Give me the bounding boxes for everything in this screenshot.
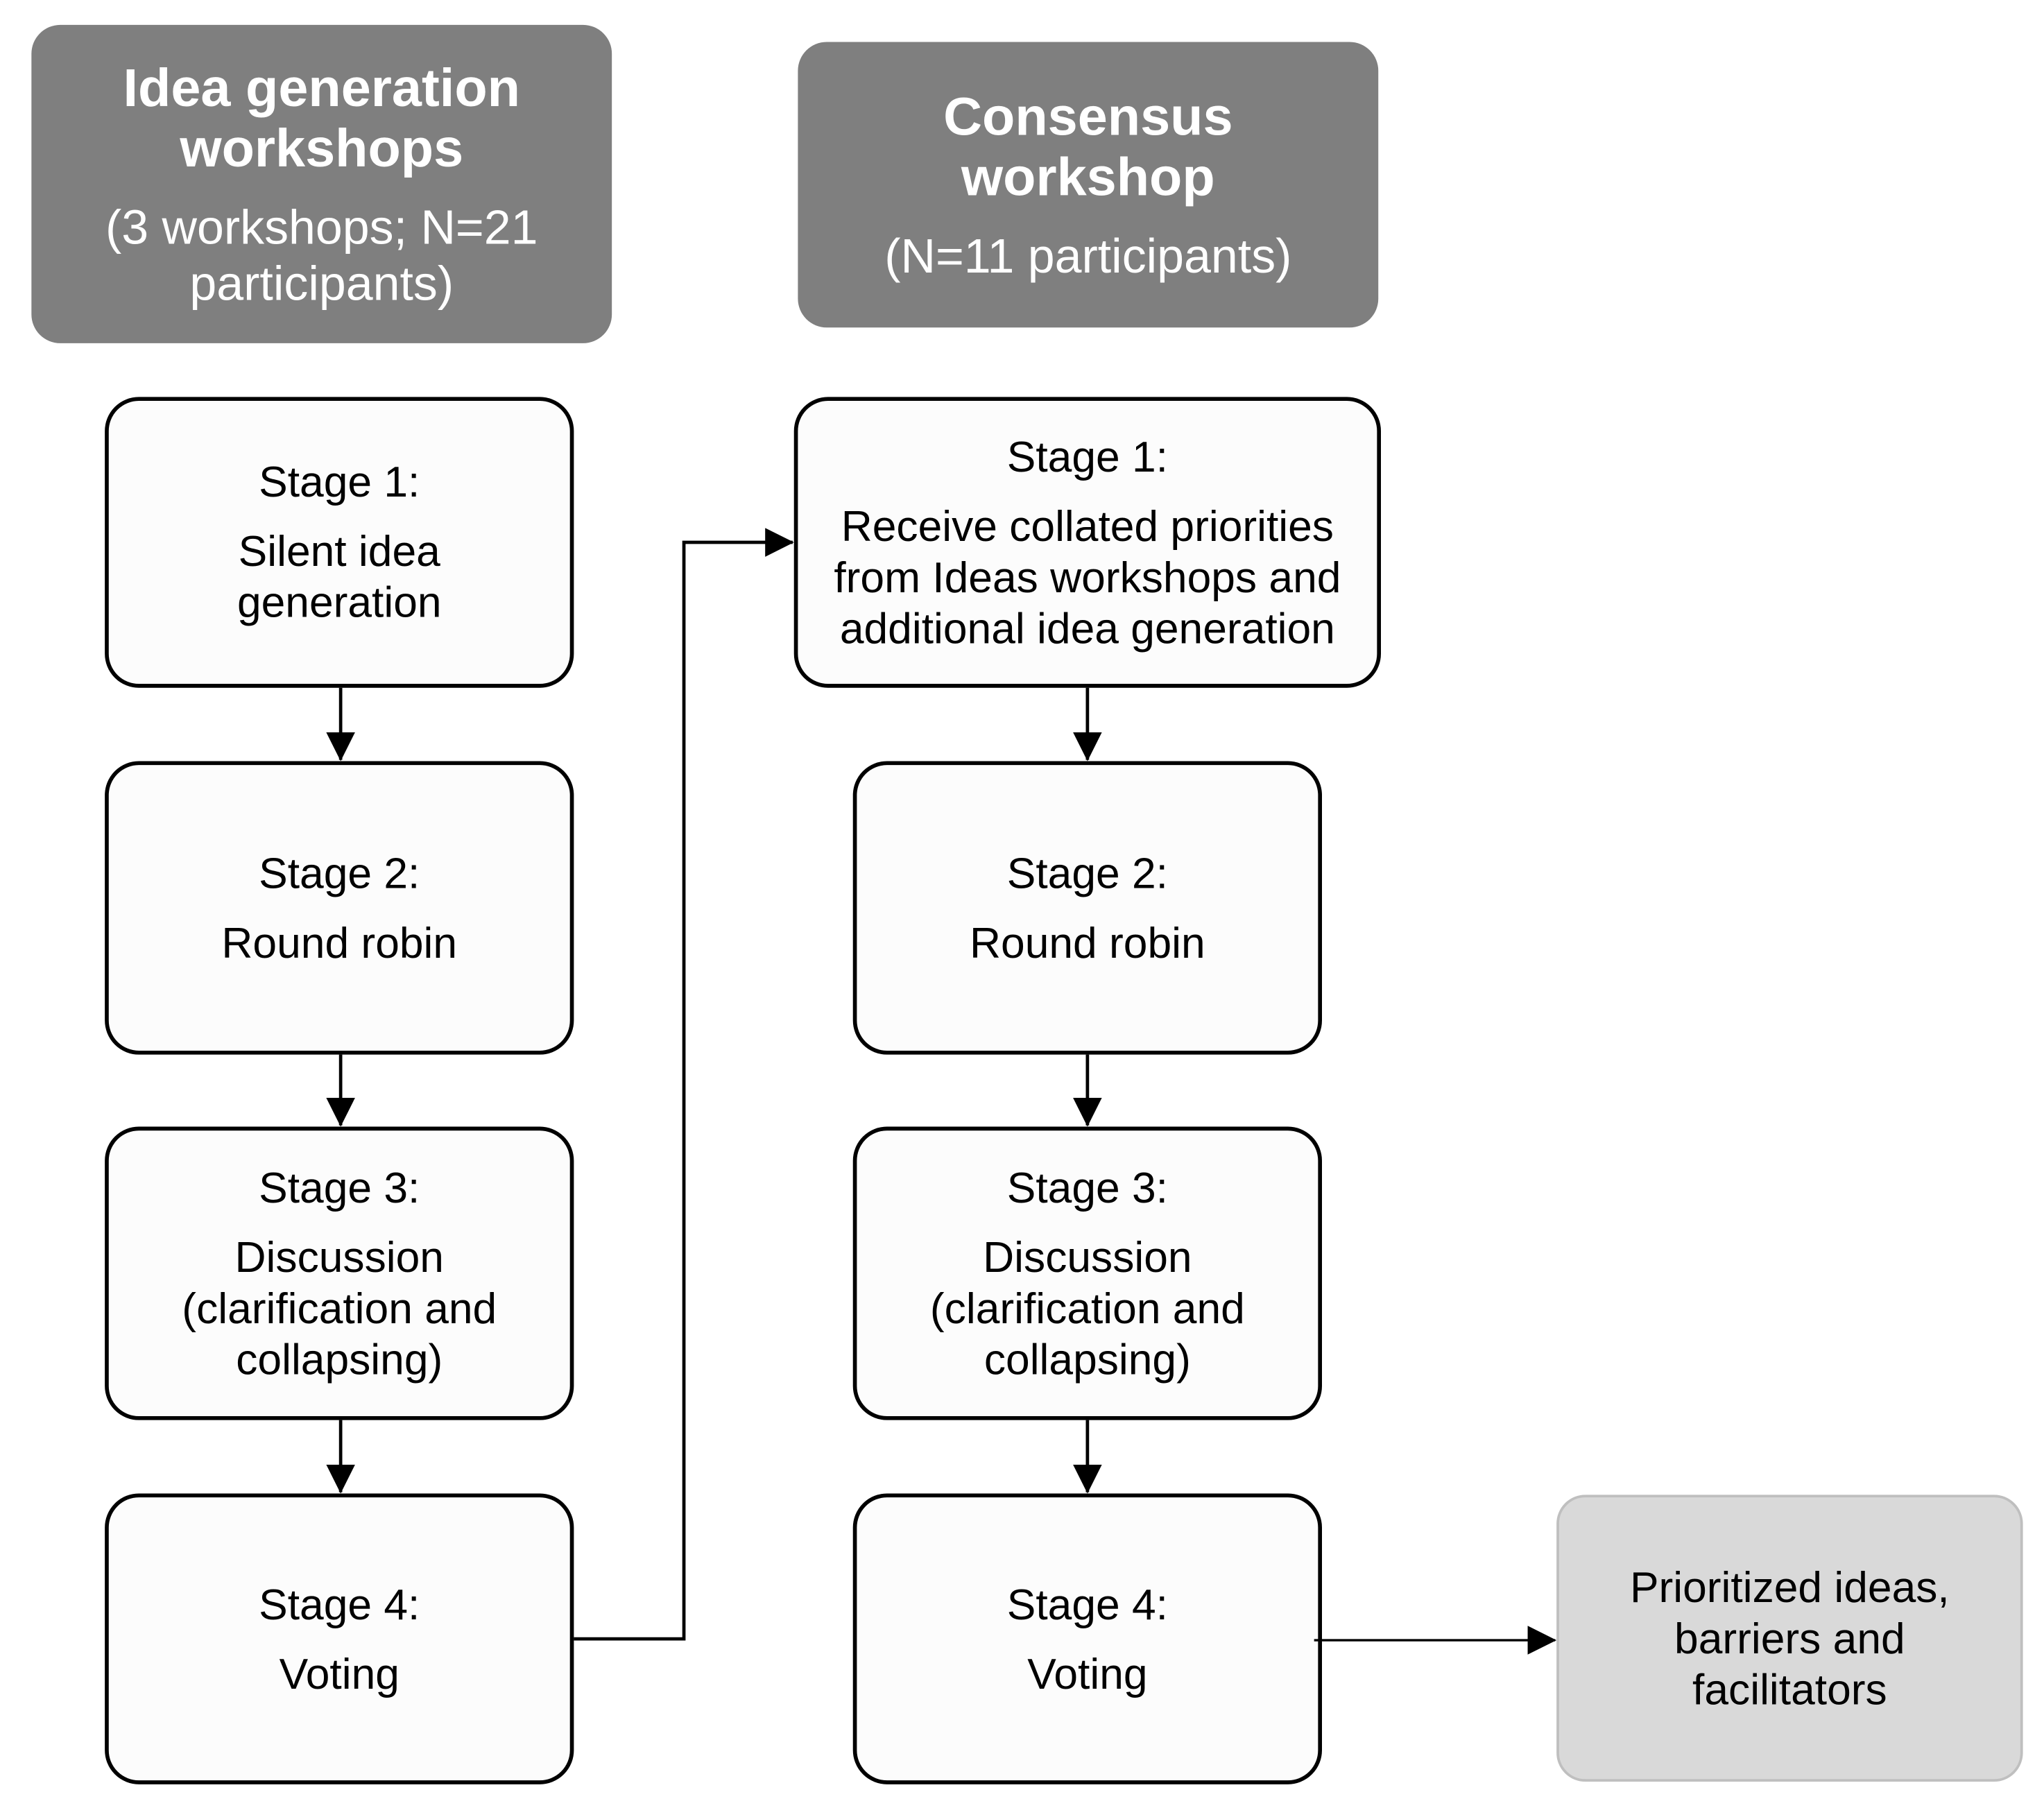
idea-generation-header: Idea generation workshops (3 workshops; … bbox=[31, 24, 612, 343]
right-stage-3-box: Stage 3: Discussion (clarification and c… bbox=[852, 1126, 1323, 1420]
consensus-header: Consensus workshop (N=11 participants) bbox=[798, 42, 1379, 328]
right-stage-4-box: Stage 4: Voting bbox=[852, 1493, 1323, 1784]
right-stage-1-box: Stage 1: Receive collated priorities fro… bbox=[793, 397, 1382, 688]
consensus-title: Consensus workshop bbox=[943, 85, 1233, 207]
stage-label: Stage 2: bbox=[1006, 848, 1168, 897]
stage-label: Stage 4: bbox=[1006, 1579, 1168, 1628]
stage-label: Stage 1: bbox=[1006, 431, 1168, 481]
stage-description: Round robin bbox=[221, 918, 458, 967]
outcome-text: Prioritized ideas, barriers and facilita… bbox=[1629, 1562, 1950, 1714]
idea-generation-subtitle: (3 workshops; N=21 participants) bbox=[105, 200, 538, 310]
stage-description: Discussion (clarification and collapsing… bbox=[182, 1232, 497, 1383]
left-stage-4-box: Stage 4: Voting bbox=[105, 1493, 574, 1784]
stage-description: Round robin bbox=[970, 918, 1205, 967]
stage-description: Voting bbox=[279, 1648, 400, 1698]
stage-label: Stage 4: bbox=[259, 1579, 420, 1628]
outcome-box: Prioritized ideas, barriers and facilita… bbox=[1556, 1495, 2023, 1782]
left-stage-1-box: Stage 1: Silent idea generation bbox=[105, 397, 574, 688]
idea-generation-title: Idea generation workshops bbox=[123, 57, 520, 178]
stage-description: Receive collated priorities from Ideas w… bbox=[834, 501, 1341, 652]
right-stage-2-box: Stage 2: Round robin bbox=[852, 761, 1323, 1055]
stage-description: Discussion (clarification and collapsing… bbox=[929, 1232, 1245, 1383]
stage-label: Stage 2: bbox=[259, 848, 420, 897]
left-stage-2-box: Stage 2: Round robin bbox=[105, 761, 574, 1055]
stage-description: Voting bbox=[1027, 1648, 1148, 1698]
stage-label: Stage 3: bbox=[1006, 1162, 1168, 1212]
arrow-left-stage4-to-right-stage1 bbox=[574, 528, 794, 1641]
stage-label: Stage 1: bbox=[259, 457, 420, 506]
consensus-subtitle: (N=11 participants) bbox=[884, 228, 1292, 283]
left-stage-3-box: Stage 3: Discussion (clarification and c… bbox=[105, 1126, 574, 1420]
stage-label: Stage 3: bbox=[259, 1162, 420, 1212]
stage-description: Silent idea generation bbox=[237, 526, 442, 626]
